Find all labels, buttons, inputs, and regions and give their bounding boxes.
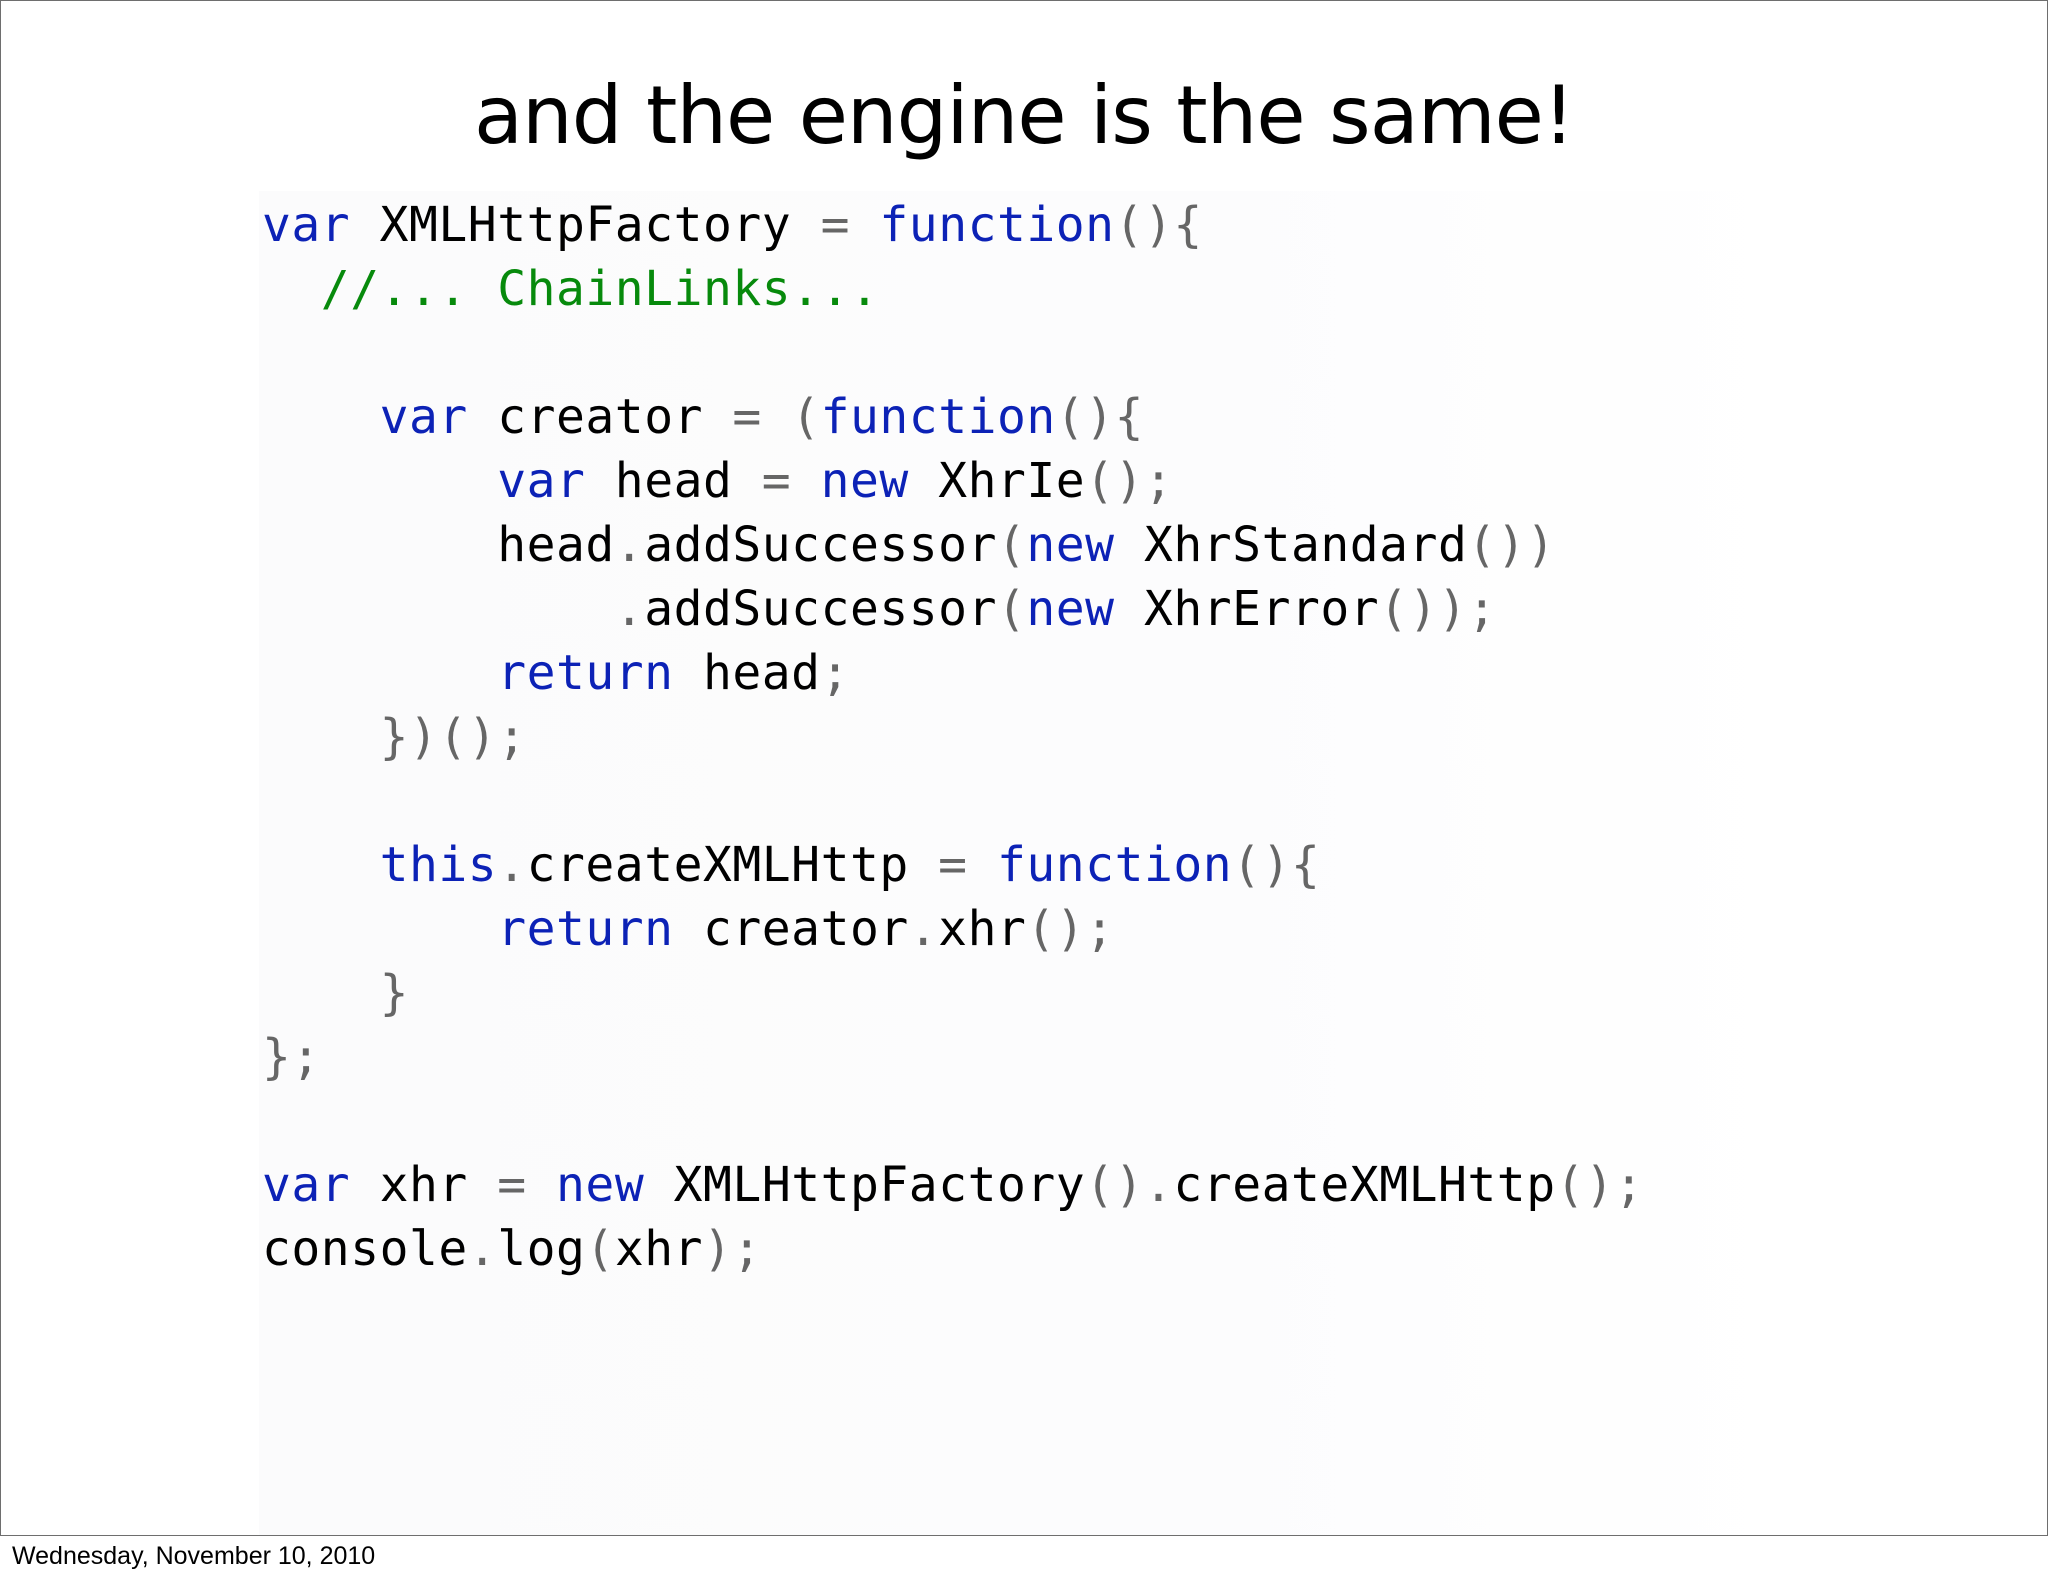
code-text: log bbox=[497, 1221, 586, 1277]
code-line bbox=[262, 1089, 1644, 1153]
code-text: addSuccessor bbox=[644, 517, 997, 573]
code-line: var creator = (function(){ bbox=[262, 385, 1644, 449]
code-line bbox=[262, 769, 1644, 833]
code-punctuation: (); bbox=[1555, 1157, 1644, 1213]
code-punctuation: })(); bbox=[379, 709, 527, 765]
code-keyword: var bbox=[262, 197, 351, 253]
code-text bbox=[262, 645, 497, 701]
code-line: })(); bbox=[262, 705, 1644, 769]
code-keyword: function bbox=[820, 389, 1056, 445]
code-text bbox=[262, 901, 497, 957]
code-punctuation: = ( bbox=[732, 389, 821, 445]
code-block: var XMLHttpFactory = function(){ //... C… bbox=[262, 193, 1644, 1281]
code-line: //... ChainLinks... bbox=[262, 257, 1644, 321]
code-text bbox=[791, 453, 820, 509]
code-line: var xhr = new XMLHttpFactory().createXML… bbox=[262, 1153, 1644, 1217]
code-text: xhr bbox=[938, 901, 1027, 957]
code-text bbox=[968, 837, 997, 893]
code-punctuation: . bbox=[908, 901, 939, 957]
code-text: XhrIe bbox=[908, 453, 1086, 509]
code-text: head bbox=[262, 517, 615, 573]
code-text: creator bbox=[673, 901, 909, 957]
code-line bbox=[262, 321, 1644, 385]
code-punctuation: . bbox=[614, 581, 645, 637]
code-text: createXMLHttp bbox=[526, 837, 939, 893]
code-text: creator bbox=[467, 389, 733, 445]
code-keyword: return bbox=[497, 645, 674, 701]
code-text: head bbox=[585, 453, 762, 509]
code-keyword: function bbox=[996, 837, 1233, 893]
code-punctuation: (){ bbox=[1055, 389, 1144, 445]
code-text: addSuccessor bbox=[644, 581, 997, 637]
code-line: .addSuccessor(new XhrError()); bbox=[262, 577, 1644, 641]
code-keyword: function bbox=[879, 197, 1115, 253]
code-keyword: new bbox=[556, 1157, 645, 1213]
code-text: createXMLHttp bbox=[1173, 1157, 1556, 1213]
code-punctuation: ; bbox=[820, 645, 850, 701]
code-text bbox=[527, 1157, 556, 1213]
code-punctuation: (). bbox=[1085, 1157, 1174, 1213]
code-keyword: var bbox=[497, 453, 586, 509]
code-text bbox=[262, 261, 321, 317]
code-keyword: new bbox=[1026, 581, 1115, 637]
code-text: console bbox=[262, 1221, 468, 1277]
code-text: XMLHttpFactory bbox=[350, 197, 821, 253]
code-text: XhrStandard bbox=[1114, 517, 1468, 573]
code-punctuation: ( bbox=[996, 581, 1027, 637]
code-punctuation: = bbox=[820, 197, 850, 253]
code-line: head.addSuccessor(new XhrStandard()) bbox=[262, 513, 1644, 577]
code-text: xhr bbox=[614, 1221, 704, 1277]
code-punctuation: (){ bbox=[1114, 197, 1203, 253]
slide-title: and the engine is the same! bbox=[474, 69, 1575, 162]
code-punctuation: ( bbox=[996, 517, 1027, 573]
code-text bbox=[262, 389, 380, 445]
slide: and the engine is the same! var XMLHttpF… bbox=[0, 0, 2048, 1536]
code-text bbox=[262, 453, 497, 509]
code-punctuation: (){ bbox=[1232, 837, 1321, 893]
code-panel-background bbox=[259, 191, 1799, 1535]
code-line: var XMLHttpFactory = function(){ bbox=[262, 193, 1644, 257]
code-punctuation: = bbox=[938, 837, 968, 893]
code-punctuation: ( bbox=[585, 1221, 615, 1277]
code-line: } bbox=[262, 961, 1644, 1025]
code-line: }; bbox=[262, 1025, 1644, 1089]
code-text bbox=[262, 709, 380, 765]
code-punctuation: = bbox=[497, 1157, 527, 1213]
code-punctuation: . bbox=[497, 837, 527, 893]
code-line: return head; bbox=[262, 641, 1644, 705]
code-text bbox=[262, 581, 615, 637]
code-line: this.createXMLHttp = function(){ bbox=[262, 833, 1644, 897]
code-punctuation: } bbox=[379, 965, 409, 1021]
footer-date: Wednesday, November 10, 2010 bbox=[12, 1542, 376, 1570]
code-line: return creator.xhr(); bbox=[262, 897, 1644, 961]
code-keyword: new bbox=[1026, 517, 1115, 573]
code-comment: //... ChainLinks... bbox=[320, 261, 880, 317]
code-punctuation: . bbox=[614, 517, 645, 573]
code-punctuation: = bbox=[761, 453, 792, 509]
code-text bbox=[262, 965, 380, 1021]
code-punctuation: (); bbox=[1026, 901, 1115, 957]
code-line: console.log(xhr); bbox=[262, 1217, 1644, 1281]
code-text: xhr bbox=[350, 1157, 498, 1213]
code-punctuation: ()); bbox=[1379, 581, 1497, 637]
code-text: XhrError bbox=[1114, 581, 1380, 637]
code-punctuation: ); bbox=[703, 1221, 762, 1277]
code-punctuation: . bbox=[467, 1221, 498, 1277]
code-keyword: this bbox=[379, 837, 498, 893]
code-text bbox=[850, 197, 879, 253]
code-punctuation: ()) bbox=[1467, 517, 1556, 573]
code-text bbox=[262, 837, 380, 893]
code-keyword: var bbox=[379, 389, 468, 445]
code-keyword: new bbox=[820, 453, 909, 509]
code-punctuation: }; bbox=[262, 1029, 321, 1085]
code-keyword: return bbox=[497, 901, 674, 957]
code-keyword: var bbox=[262, 1157, 351, 1213]
code-punctuation: (); bbox=[1085, 453, 1174, 509]
code-text: XMLHttpFactory bbox=[644, 1157, 1086, 1213]
code-line: var head = new XhrIe(); bbox=[262, 449, 1644, 513]
code-text: head bbox=[673, 645, 821, 701]
